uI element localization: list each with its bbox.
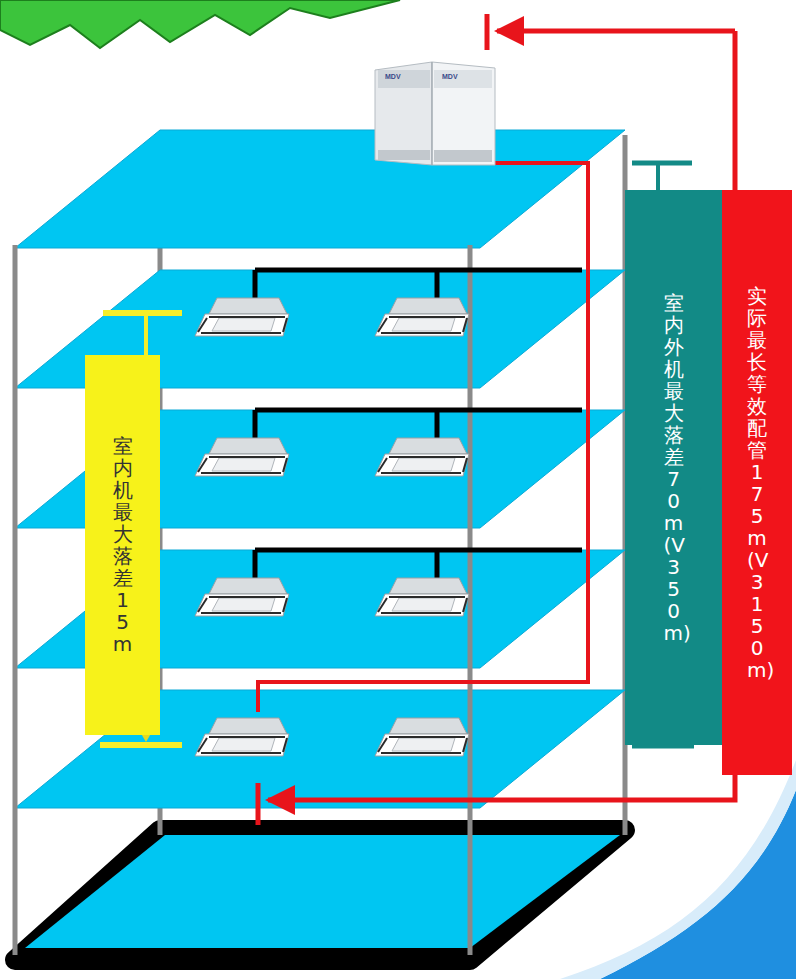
dimension-label: 实际最长等效配管175m(V3 150m) [747, 285, 767, 681]
ground-floor [25, 835, 620, 948]
ground-slab [15, 830, 625, 960]
indoor-unit [375, 298, 469, 336]
dimension-line [268, 31, 735, 800]
starburst [0, 0, 400, 48]
indoor-unit [195, 298, 289, 336]
indoor-unit [375, 438, 469, 476]
dimension-tick [103, 310, 182, 316]
post [468, 245, 473, 955]
post [13, 245, 18, 955]
branch-pipe [253, 410, 258, 440]
indoor-unit [195, 578, 289, 616]
indoor-unit [375, 718, 469, 756]
main-pipe [258, 163, 588, 712]
dimension-label: 室内机最大落差15m [113, 435, 133, 655]
brand-logo: MDV [385, 73, 401, 80]
branch-pipe [255, 548, 582, 553]
dimension-tick [485, 14, 490, 50]
background-swoosh [560, 760, 796, 979]
branch-pipe [255, 408, 582, 413]
outdoor-unit [375, 62, 495, 165]
branch-pipe [253, 550, 258, 580]
dimension-line [497, 29, 735, 34]
indoor-unit [375, 578, 469, 616]
indoor-unit [195, 718, 289, 756]
branch-pipe [435, 410, 440, 440]
branch-pipe [435, 550, 440, 580]
dimension-band: 室内机最大落差15m [85, 355, 160, 735]
branch-pipe [253, 270, 258, 300]
brand-logo: MDV [442, 73, 458, 80]
dimension-band: 实际最长等效配管175m(V3 150m) [722, 190, 792, 775]
dimension-band: 室内外机最大落差70m(V3 50m) [625, 190, 722, 745]
dimension-tick [632, 161, 692, 166]
dimension-line [656, 163, 660, 190]
branch-pipe [255, 268, 582, 273]
dimension-tick [256, 783, 261, 825]
dimension-label: 室内外机最大落差70m(V3 50m) [664, 292, 684, 644]
branch-pipe [435, 270, 440, 300]
floor-slab [15, 130, 625, 248]
background-swoosh [600, 790, 796, 979]
indoor-unit [195, 438, 289, 476]
dimension-line [144, 313, 148, 355]
dimension-tick [100, 742, 182, 748]
